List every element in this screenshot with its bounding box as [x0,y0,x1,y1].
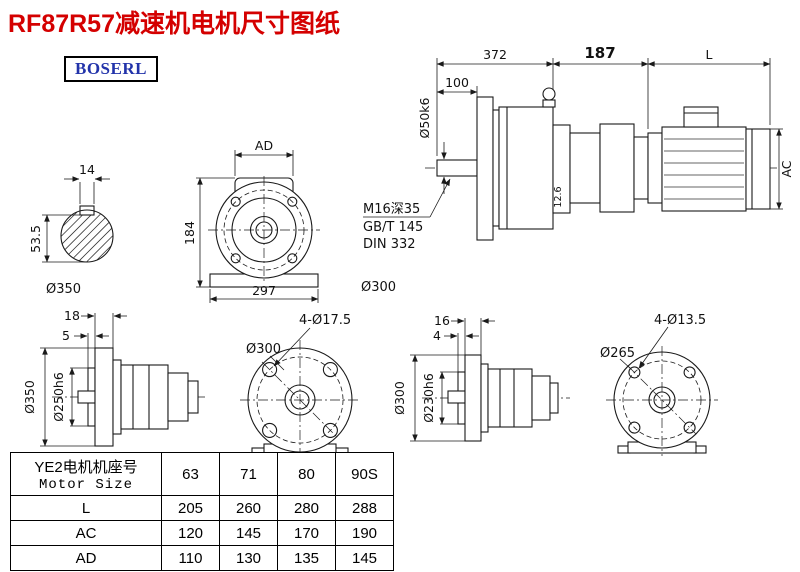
dim-key-depth: 53.5 [28,225,43,253]
dim-ad: AD [255,138,273,153]
dim-width: 297 [252,283,276,298]
dim-shaft-length: 100 [445,75,469,90]
standard-din: DIN 332 [363,237,416,252]
motor-adapter [647,132,663,204]
table-row: AC 120 145 170 190 [10,520,394,546]
row-label-ad: AD [10,545,162,571]
flange-front-view-left: Ø300 4-Ø17.5 [240,313,360,462]
size-col-71: 71 [219,452,278,496]
dim-flange-thickness: 16 [434,313,450,328]
gear-housing [498,106,554,230]
dim-spigot-step: 5 [62,328,70,343]
cell: 260 [219,495,278,521]
shaft-section-dia-label: Ø350 [46,282,81,297]
header-en: Motor Size [38,476,133,493]
fan-cowl [745,128,771,210]
dim-spigot-dia: Ø250h6 [51,372,66,422]
thread-note: M16深35 [363,202,420,217]
output-flange [476,96,494,241]
flange-side-view-left: 18 5 Ø350 Ø250h6 [22,308,205,447]
cell: 145 [335,545,394,571]
flange-front-view-right: Ø265 4-Ø13.5 [600,313,718,456]
brand-logo: BOSERL [64,56,158,82]
output-shaft [436,159,478,177]
bolt-circle-label: Ø300 [246,342,281,357]
cell: 120 [161,520,220,546]
front-flange-label: Ø300 [361,280,396,295]
flange-plate [464,354,482,442]
holes-label: 4-Ø17.5 [299,313,351,328]
row-label-l: L [10,495,162,521]
dim-adapter-length: 187 [584,44,615,62]
cell: 135 [277,545,336,571]
dim-motor-length: L [706,47,713,62]
shaft-stub [77,390,96,404]
dim-flange-outer-dia: Ø350 [22,380,37,414]
motor-size-header: YE2电机机座号 Motor Size [10,452,162,496]
holes-label: 4-Ø13.5 [654,313,706,328]
motor-size-table: YE2电机机座号 Motor Size 63 71 80 90S L 205 2… [10,452,394,571]
dim-shaft-dia: Ø50k6 [417,97,432,138]
dim-motor-dia: AC [779,160,794,177]
header-cn: YE2电机机座号 [34,458,138,476]
dim-height: 184 [182,221,197,245]
table-row: L 205 260 280 288 [10,495,394,521]
cell: 145 [219,520,278,546]
motor-body [661,126,747,212]
cell: 190 [335,520,394,546]
dim-spigot-step: 4 [433,328,441,343]
dim-flange-thickness: 18 [64,308,80,323]
flange-dia-label: Ø265 [600,346,635,361]
flange-side-view-right: 16 4 Ø300 Ø230h6 [392,313,570,442]
shaft-section-view: 14 53.5 Ø350 [28,162,114,297]
row-label-ac: AC [10,520,162,546]
dim-gear-length: 372 [483,47,507,62]
dim-spigot-dia: Ø230h6 [421,373,436,423]
cell: 280 [277,495,336,521]
cell: 170 [277,520,336,546]
standard-gb: GB/T 145 [363,220,423,235]
cell: 130 [219,545,278,571]
side-assembly-view: 372 187 L 100 Ø50k6 AC 12.6 M16深35 GB/T … [363,44,794,252]
table-row: AD 110 130 135 145 [10,545,394,571]
dim-flange-outer-dia: Ø300 [392,381,407,415]
size-col-63: 63 [161,452,220,496]
dim-key-width: 14 [79,162,95,177]
shaft-stub [447,390,466,404]
size-col-80: 80 [277,452,336,496]
cell: 110 [161,545,220,571]
cell: 205 [161,495,220,521]
cell: 288 [335,495,394,521]
page-title: RF87R57减速机电机尺寸图纸 [8,10,340,38]
size-col-90s: 90S [335,452,394,496]
terminal-box [683,106,719,128]
dim-offset: 12.6 [553,186,564,207]
front-view: AD 184 297 Ø300 [182,138,396,303]
flange-plate [94,347,114,447]
table-header-row: YE2电机机座号 Motor Size 63 71 80 90S [10,452,394,496]
